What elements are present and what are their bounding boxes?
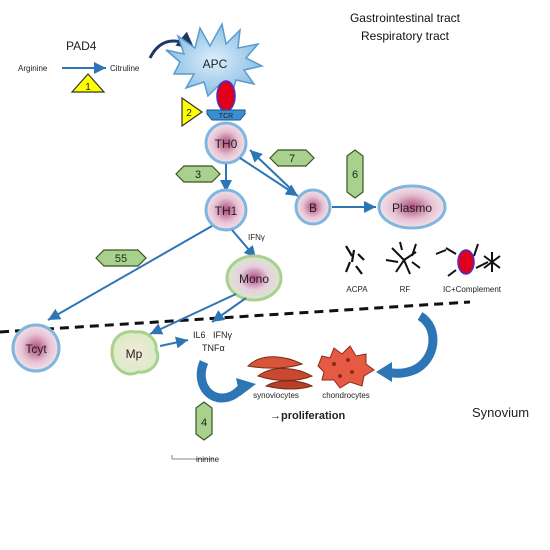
ic-to-chondrocytes-arrow: [385, 312, 438, 378]
proliferation-label: →proliferation: [270, 410, 345, 422]
acpa-icon: [344, 245, 365, 275]
plasmo-cell: Plasmo: [377, 184, 447, 230]
cytokines-to-synoviocytes-arrow: [196, 360, 248, 403]
footnote-label: ininine: [196, 455, 220, 464]
cytokines-arrowhead: [236, 378, 256, 396]
ic-arrowhead: [376, 362, 392, 382]
footnote-bracket: [171, 455, 214, 460]
mp-to-cytokines-arrow: [159, 336, 189, 349]
synovium-boundary-line: [0, 300, 471, 334]
plasmo-label: Plasmo: [392, 201, 432, 215]
th0-to-b-arrow: [239, 157, 299, 197]
step-3-hexagon: 3: [175, 165, 221, 183]
th1-to-mono-arrow: [231, 229, 257, 259]
rf-icon: [385, 241, 421, 275]
b-to-th0-arrow: [249, 149, 293, 191]
th0-label: TH0: [215, 137, 238, 151]
step-7-hexagon: 7: [269, 149, 315, 167]
step-5-hexagon: 55: [95, 249, 147, 267]
b-cell: B: [294, 188, 332, 226]
step-1-number: 1: [85, 82, 91, 93]
mhc-antigen: [216, 80, 236, 112]
mp-label: Mp: [126, 347, 143, 361]
tcyt-label: Tcyt: [25, 342, 47, 356]
th1-ifng-label: IFNγ: [248, 233, 265, 242]
tnfa-label: TNFα: [202, 343, 225, 353]
citruline-label: Citruline: [110, 64, 140, 73]
step-2-number: 2: [186, 108, 192, 119]
acpa-label: ACPA: [346, 285, 368, 294]
ic-complement-label: IC+Complement: [443, 285, 502, 294]
site-title-line2: Respiratory tract: [361, 29, 450, 43]
b-label: B: [309, 201, 317, 215]
step-7-number: 7: [289, 153, 295, 165]
step-6-hexagon: 6: [346, 149, 364, 199]
mono-cell: Mono: [225, 254, 283, 302]
mp-ifng-label: IFNγ: [213, 330, 232, 340]
mp-cell: Mp: [110, 330, 160, 376]
step-4-number: 4: [201, 417, 207, 429]
apc-label: APC: [203, 57, 228, 71]
mono-to-mp-arrow: [149, 293, 237, 335]
step-4-hexagon: 4: [195, 401, 213, 441]
th1-cell: TH1: [204, 188, 248, 232]
step-6-number: 6: [352, 169, 358, 181]
step-5-number: 55: [115, 253, 127, 265]
synoviocytes-icon: [246, 356, 314, 390]
ic-complement-icon: [435, 243, 501, 277]
site-title-line1: Gastrointestinal tract: [350, 11, 461, 25]
tcyt-cell: Tcyt: [11, 323, 61, 373]
chondrocytes-label: chondrocytes: [322, 391, 370, 400]
step-3-number: 3: [195, 169, 201, 181]
step-2-triangle: 2: [181, 96, 204, 128]
synovium-label: Synovium: [472, 405, 529, 420]
mono-label: Mono: [239, 272, 269, 286]
chondrocytes-icon: [317, 345, 375, 389]
apc-cell: APC: [165, 21, 265, 98]
synoviocytes-label: synoviocytes: [253, 391, 299, 400]
th1-label: TH1: [215, 204, 238, 218]
arginine-label: Arginine: [18, 64, 48, 73]
pad4-label: PAD4: [66, 39, 97, 53]
th1-to-tcyt-arrow: [47, 225, 213, 321]
tcr-receptor: TCR: [206, 109, 246, 121]
rf-label: RF: [400, 285, 411, 294]
il6-label: IL6: [193, 330, 206, 340]
tcr-label: TCR: [219, 113, 233, 120]
step-1-triangle: 1: [70, 73, 106, 93]
mono-cytokine-arrow: [211, 297, 247, 323]
th0-cell: TH0: [204, 121, 248, 165]
